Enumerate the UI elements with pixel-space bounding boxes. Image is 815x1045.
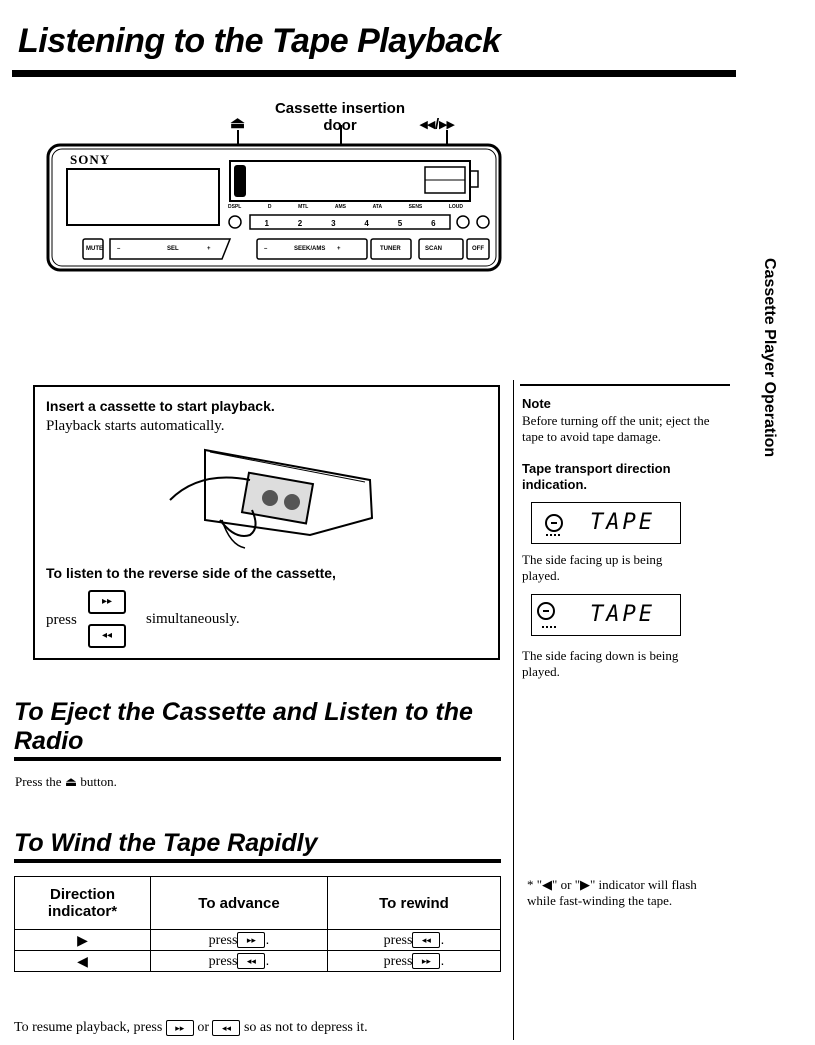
mute-button[interactable]: MUTE [86,246,103,252]
up-caption: The side facing up is being played. [522,552,663,583]
play-up-icon [545,514,563,536]
eject-icon: ⏏ [230,115,246,132]
eject-section-rule [14,757,501,761]
note-heading: Note [522,396,551,411]
preset-4[interactable]: 4 [364,219,369,228]
row-rewind: press◂◂. [327,929,501,951]
ff-rew-callout: ◂◂/▸▸ [420,116,455,133]
table-header-row: Direction indicator* To advance To rewin… [14,876,501,930]
rew-key-icon: ◂◂ [237,953,266,970]
down-caption: The side facing down is being played. [522,648,679,679]
resume-post: so as not to depress it. [243,1020,368,1036]
label-sens: SENS [408,204,423,210]
side-tab-label: Cassette Player Operation [761,258,778,458]
table-row: ▶ press▸▸. press◂◂. [14,929,501,951]
row-indicator: ▶ [14,929,151,951]
rew-key-icon: ◂◂ [212,1020,241,1036]
eject-section-title: To Eject the Cassette and Listen to the … [14,698,473,755]
ff-key-icon: ▸▸ [412,953,441,970]
header-direction: Direction indicator* [14,876,151,930]
seek-down-button[interactable]: – [264,246,268,252]
side-tab: Cassette Player Operation [750,258,780,488]
rew-key-icon: ◂◂ [412,932,441,949]
table-row: ◀ press◂◂. press▸▸. [14,950,501,972]
note-text: Before turning off the unit; eject the t… [522,413,710,444]
preset-3[interactable]: 3 [331,219,336,228]
vol-down-button[interactable]: – [117,246,121,252]
wind-footnote: * "◀" or "▶" indicator will flash while … [527,877,697,908]
header-advance: To advance [150,876,328,930]
label-dspl: DSPL [228,204,242,210]
wind-section-rule [14,859,501,863]
preset-2[interactable]: 2 [297,219,303,228]
note-rule [520,384,730,386]
preset-buttons: 1 2 3 4 5 6 [250,219,450,228]
reverse-heading: To listen to the reverse side of the cas… [46,565,336,581]
direction-heading: Tape transport direction indication. [522,461,671,492]
scan-button[interactable]: SCAN [425,246,443,252]
display-up: TAPE [531,502,681,544]
simultaneously-label: simultaneously. [146,611,240,627]
resume-text: To resume playback, press ▸▸ or ◂◂ so as… [14,1020,368,1036]
row-indicator: ◀ [14,950,151,972]
resume-pre: To resume playback, press [14,1020,163,1036]
display-down-text: TAPE [590,602,655,627]
preset-6[interactable]: 6 [431,219,436,228]
label-ata: ATA [372,204,383,210]
row-advance: press◂◂. [150,950,328,972]
rew-key-icon: ◂◂ [88,624,126,648]
label-ams: AMS [334,204,347,210]
wind-section-title: To Wind the Tape Rapidly [14,829,318,857]
car-stereo-illustration [46,125,502,272]
label-d: D [267,204,272,210]
label-loud: LOUD [448,204,463,210]
press-label: press [46,612,77,628]
title-rule [12,70,736,77]
off-button[interactable]: OFF [472,246,484,252]
callout-insertion-door: Cassette insertion door [274,100,406,134]
header-rewind: To rewind [327,876,501,930]
seek-up-button[interactable]: + [337,246,341,252]
eject-text: Press the ⏏ button. [15,774,117,789]
preset-5[interactable]: 5 [397,219,403,228]
row-rewind: press▸▸. [327,950,501,972]
ff-key-icon: ▸▸ [237,932,266,949]
press-text: press [208,933,238,948]
page-title: Listening to the Tape Playback [18,22,501,60]
sel-button[interactable]: SEL [167,246,179,252]
column-divider [513,380,514,1040]
vol-up-button[interactable]: + [207,246,211,252]
ff-key-icon: ▸▸ [88,590,126,614]
play-down-icon [537,602,558,628]
display-up-text: TAPE [590,510,655,535]
label-mtl: MTL [298,204,309,210]
press-text: press [383,933,413,948]
insert-subtext: Playback starts automatically. [46,418,225,434]
press-text: press [383,954,413,969]
ff-key-icon: ▸▸ [165,1020,194,1036]
insert-heading: Insert a cassette to start playback. [46,398,275,414]
top-labels: DSPL D MTL AMS ATA SENS LOUD [228,204,463,210]
insert-instructions-box [33,385,500,660]
row-advance: press▸▸. [150,929,328,951]
press-text: press [208,954,238,969]
resume-or: or [197,1020,209,1036]
tuner-button[interactable]: TUNER [380,246,401,252]
cassette-insertion-illustration [169,448,374,549]
wind-table: Direction indicator* To advance To rewin… [14,876,501,972]
seek-ams-button[interactable]: SEEK/AMS [294,246,326,252]
brand-logo: SONY [70,152,111,167]
display-down: TAPE [531,594,681,636]
preset-1[interactable]: 1 [264,219,269,228]
